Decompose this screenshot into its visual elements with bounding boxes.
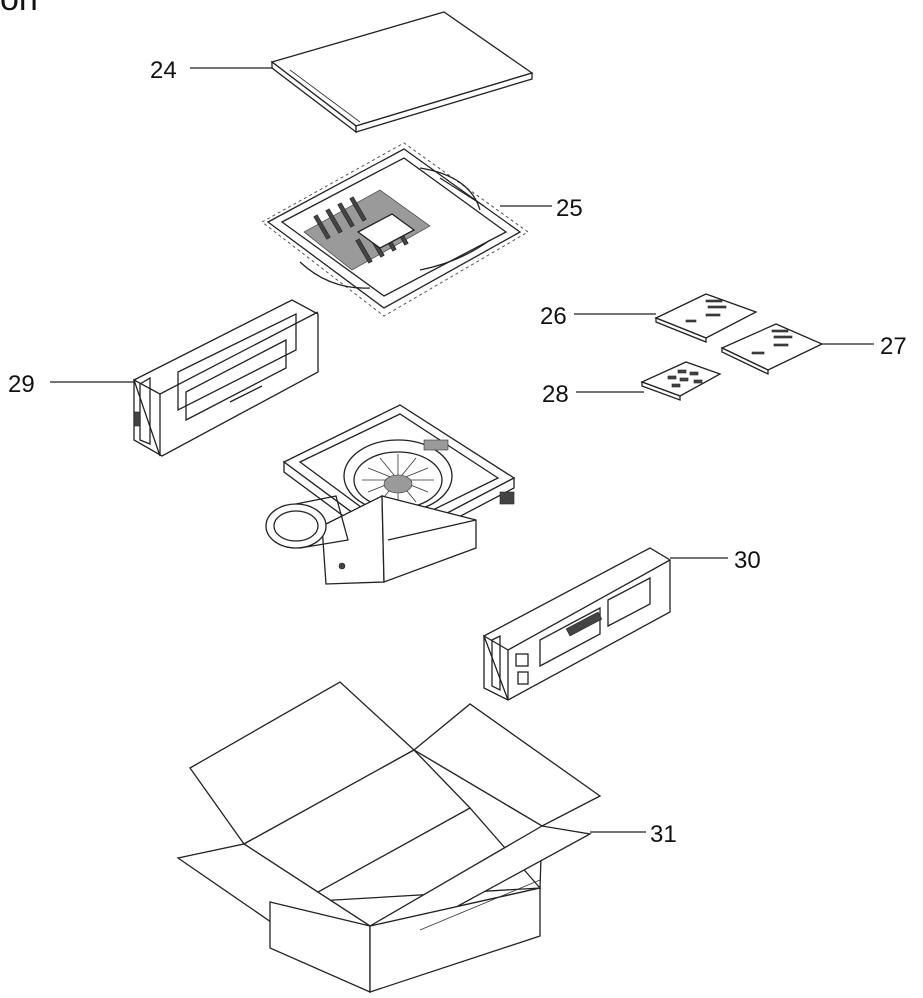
part-27-manual bbox=[720, 323, 824, 376]
callout-27: 27 bbox=[880, 333, 907, 360]
part-31-carton-box bbox=[176, 681, 602, 993]
part-29-foam-end-block-left bbox=[132, 299, 319, 457]
callout-26: 26 bbox=[540, 303, 567, 330]
part-28-label-sheet bbox=[640, 361, 722, 401]
part-24-top-cover bbox=[270, 11, 534, 134]
part-26-manual bbox=[654, 293, 758, 343]
header-fragment: on bbox=[0, 0, 38, 18]
callout-31: 31 bbox=[650, 821, 677, 848]
callout-28: 28 bbox=[542, 381, 569, 408]
callout-29: 29 bbox=[8, 371, 35, 398]
fan-housing-unit bbox=[265, 404, 516, 585]
part-30-foam-end-block-right bbox=[482, 547, 671, 701]
part-25-grille-tray bbox=[261, 142, 529, 317]
callout-leaders bbox=[50, 67, 874, 833]
callout-30: 30 bbox=[734, 547, 761, 574]
callout-24: 24 bbox=[150, 57, 177, 84]
callout-25: 25 bbox=[556, 195, 583, 222]
